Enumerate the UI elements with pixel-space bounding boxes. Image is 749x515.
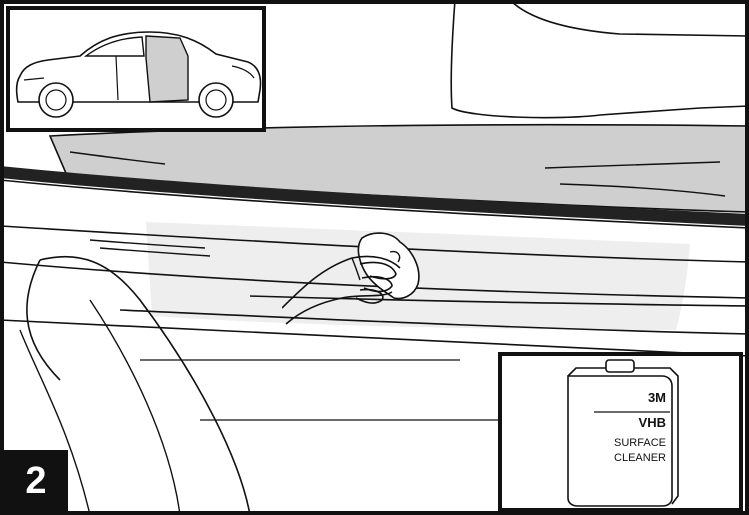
step-number-badge: 2 — [4, 450, 68, 512]
car-inset-panel — [6, 6, 266, 132]
hand-wiping-cloth-icon — [282, 228, 432, 328]
can-cap — [606, 360, 634, 372]
cleaner-can-inset-panel: 3M VHB SURFACE CLEANER — [498, 352, 743, 512]
car-side-view-icon — [10, 10, 262, 128]
cleaner-can-icon: 3M VHB SURFACE CLEANER — [502, 356, 739, 508]
can-name-line-1: SURFACE — [614, 437, 666, 449]
can-brand: 3M — [648, 390, 666, 405]
open-door-panel — [146, 36, 188, 102]
can-name-line-2: CLEANER — [614, 452, 666, 464]
can-line: VHB — [639, 415, 666, 430]
